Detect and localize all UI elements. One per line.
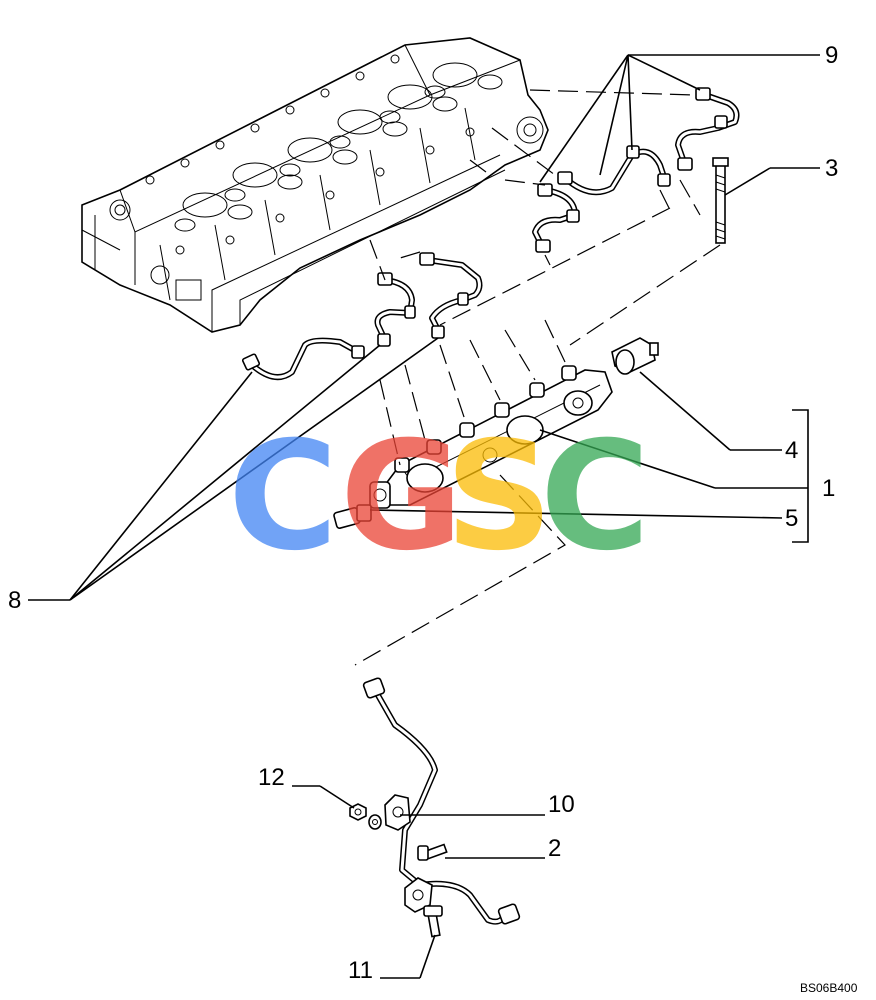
injector-pipes-upper: [532, 87, 740, 253]
watermark-letter-g: G: [340, 410, 463, 584]
callout-1: 1: [822, 475, 835, 502]
callout-4: 4: [785, 437, 798, 464]
supply-pipe: [362, 677, 521, 925]
callout-10: 10: [548, 791, 575, 818]
callouts: 9 3 4 1 5 8 12 10 2 11: [8, 42, 838, 984]
pipe-nut: [535, 87, 728, 253]
watermark-letter-c2: C: [540, 410, 650, 584]
watermark-letter-s: S: [445, 410, 553, 584]
rail-outlets: [394, 365, 577, 473]
washer: [368, 814, 382, 830]
assembly-lines: [354, 89, 721, 666]
leader-lines: [28, 54, 820, 979]
watermark-letter-c1: C: [228, 410, 338, 584]
rail-pressure-sensor: [611, 337, 659, 375]
callout-11: 11: [348, 957, 373, 984]
stud-bolt: [712, 157, 729, 244]
cylinder-head: [81, 37, 549, 333]
callout-2: 2: [548, 835, 561, 862]
callout-5: 5: [785, 505, 798, 532]
diagram-code: BS06B400: [800, 981, 858, 995]
common-rail: [333, 365, 613, 529]
callout-8: 8: [8, 587, 21, 614]
injector-pipes-lower: [241, 252, 483, 381]
valve-ports: [174, 62, 503, 232]
callout-9: 9: [825, 42, 838, 69]
watermark: C G S C: [228, 410, 650, 584]
callout-12: 12: [258, 764, 285, 791]
callout-3: 3: [825, 155, 838, 182]
pipe-nut: [241, 252, 469, 371]
screw: [423, 905, 443, 938]
screw: [417, 843, 448, 861]
head-bolt-holes: [145, 54, 475, 255]
